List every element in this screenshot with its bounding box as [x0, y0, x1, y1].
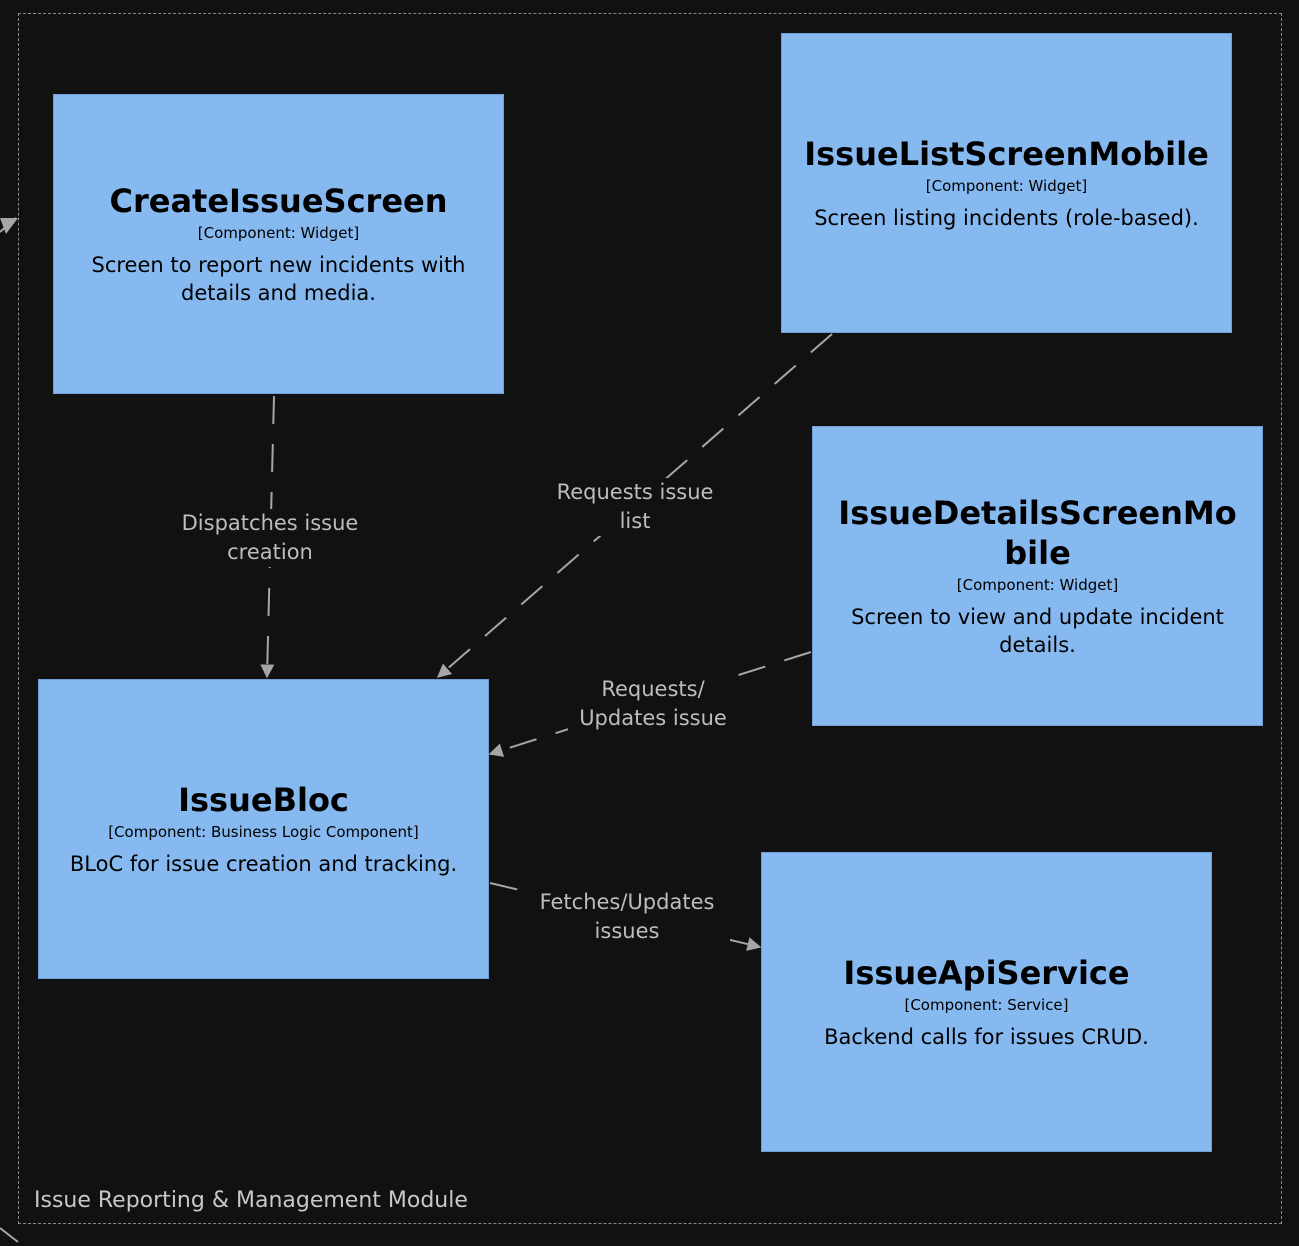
component-description: Screen to report new incidents with deta…: [91, 253, 466, 305]
component-technology: [Component: Widget]: [925, 177, 1088, 195]
component-create-issue-screen[interactable]: CreateIssueScreen [Component: Widget] Sc…: [53, 94, 504, 394]
component-technology: [Component: Business Logic Component]: [108, 823, 419, 841]
component-issue-bloc[interactable]: IssueBloc [Component: Business Logic Com…: [38, 679, 489, 979]
module-boundary: [18, 13, 1282, 1224]
edge-label-requests-list: Requests issue list: [545, 478, 725, 536]
component-description: Backend calls for issues CRUD.: [824, 1025, 1149, 1049]
component-title: IssueDetailsScreenMobile: [838, 494, 1237, 572]
component-title: CreateIssueScreen: [109, 182, 448, 220]
edge-label-requests-updates: Requests/ Updates issue: [568, 675, 738, 733]
component-technology: [Component: Widget]: [956, 576, 1119, 594]
component-description: Screen to view and update incident detai…: [851, 605, 1224, 657]
component-title: IssueListScreenMobile: [804, 135, 1209, 173]
edge-label-fetches-updates: Fetches/Updates issues: [524, 888, 730, 946]
component-technology: [Component: Service]: [904, 996, 1069, 1014]
module-boundary-label: Issue Reporting & Management Module: [34, 1188, 468, 1213]
component-technology: [Component: Widget]: [197, 224, 360, 242]
component-description: BLoC for issue creation and tracking.: [69, 852, 458, 876]
component-issue-details-screen-mobile[interactable]: IssueDetailsScreenMobile [Component: Wid…: [812, 426, 1263, 726]
component-description: Screen listing incidents (role-based).: [814, 206, 1199, 230]
component-issue-list-screen-mobile[interactable]: IssueListScreenMobile [Component: Widget…: [781, 33, 1232, 333]
component-title: IssueBloc: [178, 781, 349, 819]
external-arrowhead: [0, 218, 18, 234]
external-line-out: [0, 1227, 19, 1243]
component-issue-api-service[interactable]: IssueApiService [Component: Service] Bac…: [761, 852, 1212, 1152]
edge-label-dispatches: Dispatches issue creation: [171, 509, 369, 567]
component-title: IssueApiService: [843, 954, 1130, 992]
